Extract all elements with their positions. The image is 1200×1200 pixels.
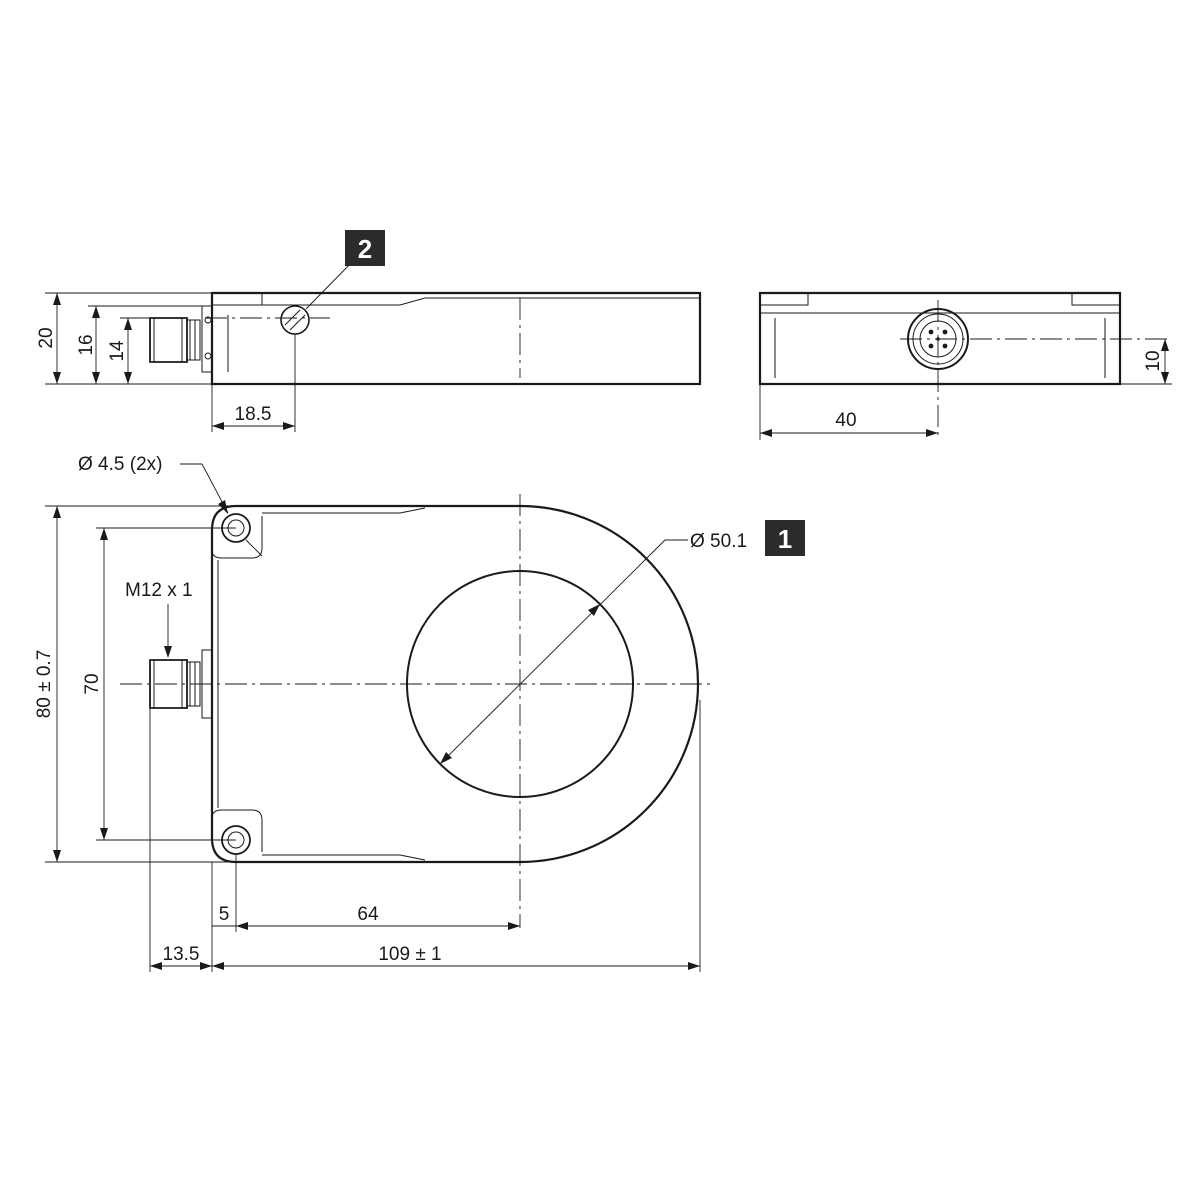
svg-text:Ø 50.1: Ø 50.1 [690, 531, 747, 552]
svg-text:18.5: 18.5 [235, 404, 272, 425]
callout-connector-thread: M12 x 1 [125, 580, 193, 658]
svg-text:70: 70 [82, 673, 103, 694]
side-view: 2 20 16 14 [36, 230, 702, 432]
svg-text:64: 64 [357, 904, 379, 925]
svg-text:2: 2 [358, 234, 372, 264]
dim-hole-spacing: 70 [82, 527, 236, 841]
screw [280, 261, 353, 335]
dim-side-20: 20 [36, 292, 212, 385]
dim-overall-height: 80 ± 0.7 [34, 505, 236, 863]
callout-badge-2: 2 [345, 230, 385, 266]
svg-text:1: 1 [778, 524, 792, 554]
top-view: Ø 4.5 (2x) M12 x 1 Ø 50.1 1 [34, 454, 805, 972]
dim-overall-length: 13.5 109 ± 1 [149, 700, 701, 972]
callout-hole-diameter: Ø 4.5 (2x) [78, 454, 263, 557]
svg-text:Ø 4.5 (2x): Ø 4.5 (2x) [78, 454, 162, 475]
dim-end-10: 10 [1120, 339, 1172, 385]
svg-text:10: 10 [1143, 350, 1164, 371]
svg-text:20: 20 [36, 327, 57, 348]
callout-bore-diameter: Ø 50.1 [439, 531, 747, 765]
svg-text:16: 16 [76, 334, 97, 355]
top-connector [149, 649, 213, 719]
svg-text:14: 14 [107, 340, 128, 362]
svg-text:M12 x 1: M12 x 1 [125, 580, 193, 601]
dim-side-16: 16 [76, 305, 202, 385]
svg-text:80 ± 0.7: 80 ± 0.7 [34, 650, 55, 719]
svg-text:109 ± 1: 109 ± 1 [378, 944, 441, 965]
svg-text:5: 5 [219, 904, 230, 925]
dim-side-14: 14 [107, 317, 150, 385]
callout-badge-1: 1 [765, 520, 805, 556]
svg-text:40: 40 [835, 410, 856, 431]
dim-offset-5-64: 5 64 [211, 854, 520, 972]
svg-text:13.5: 13.5 [163, 944, 200, 965]
end-view: 10 40 [758, 291, 1172, 440]
dim-end-40: 40 [759, 384, 938, 440]
dim-side-18-5: 18.5 [211, 334, 296, 432]
side-connector [149, 317, 201, 363]
